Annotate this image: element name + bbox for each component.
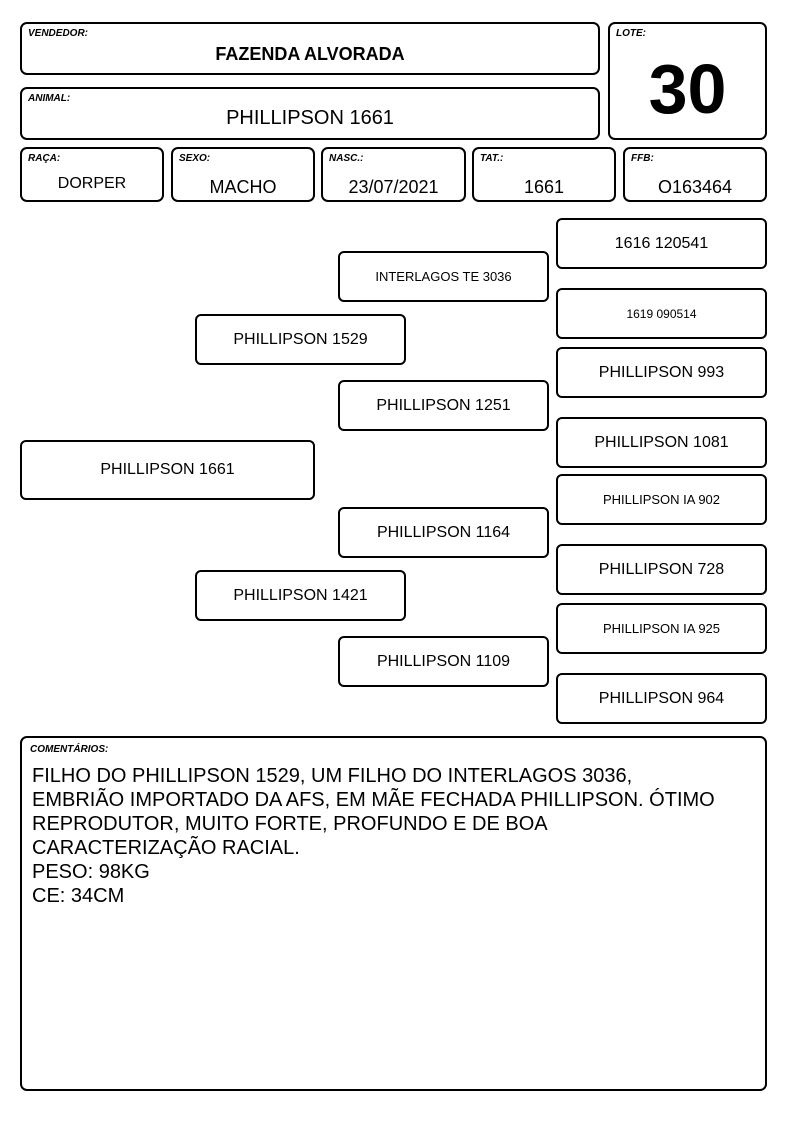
comments-label: COMENTÁRIOS:	[30, 744, 109, 755]
nasc-label: NASC.:	[329, 153, 364, 164]
tat-label: TAT.:	[480, 153, 504, 164]
vendedor-value: FAZENDA ALVORADA	[215, 44, 405, 64]
raca-label: RAÇA:	[28, 153, 61, 164]
pedigree-dam-sire: PHILLIPSON 1164	[338, 507, 549, 558]
sexo-value: MACHO	[209, 177, 277, 197]
pedigree-ggp-2: 1619 090514	[556, 288, 767, 339]
animal-label: ANIMAL:	[28, 93, 71, 104]
animal-value: PHILLIPSON 1661	[226, 107, 394, 129]
raca-value: DORPER	[57, 175, 127, 192]
pedigree-sire-dam: PHILLIPSON 1251	[338, 380, 549, 431]
pedigree-sire: PHILLIPSON 1529	[195, 314, 406, 365]
comments-text: FILHO DO PHILLIPSON 1529, UM FILHO DO IN…	[32, 765, 715, 907]
lote-box: LOTE: 30	[608, 22, 767, 140]
vendedor-label: VENDEDOR:	[28, 28, 89, 39]
sexo-label: SEXO:	[179, 153, 211, 164]
pedigree-dam-dam: PHILLIPSON 1109	[338, 636, 549, 687]
sexo-box: SEXO: MACHO	[171, 147, 315, 202]
pedigree-animal: PHILLIPSON 1661	[20, 440, 315, 500]
lote-label: LOTE:	[616, 28, 646, 39]
nasc-box: NASC.: 23/07/2021	[321, 147, 466, 202]
pedigree-ggp-1: 1616 120541	[556, 218, 767, 269]
ffb-box: FFB: O163464	[623, 147, 767, 202]
animal-box: ANIMAL: PHILLIPSON 1661	[20, 87, 600, 140]
pedigree-sire-sire: INTERLAGOS TE 3036	[338, 251, 549, 302]
pedigree-ggp-5: PHILLIPSON IA 902	[556, 474, 767, 525]
pedigree-ggp-8: PHILLIPSON 964	[556, 673, 767, 724]
pedigree-ggp-7: PHILLIPSON IA 925	[556, 603, 767, 654]
vendedor-box: VENDEDOR: FAZENDA ALVORADA	[20, 22, 600, 75]
ffb-value: O163464	[657, 177, 733, 197]
pedigree-dam: PHILLIPSON 1421	[195, 570, 406, 621]
tat-value: 1661	[523, 177, 565, 197]
lote-number: 30	[648, 50, 727, 128]
tat-box: TAT.: 1661	[472, 147, 616, 202]
nasc-value: 23/07/2021	[348, 177, 439, 197]
ffb-label: FFB:	[631, 153, 654, 164]
raca-box: RAÇA: DORPER	[20, 147, 164, 202]
pedigree-ggp-3: PHILLIPSON 993	[556, 347, 767, 398]
pedigree-ggp-6: PHILLIPSON 728	[556, 544, 767, 595]
comments-box: COMENTÁRIOS: FILHO DO PHILLIPSON 1529, U…	[20, 736, 767, 1091]
pedigree-ggp-4: PHILLIPSON 1081	[556, 417, 767, 468]
